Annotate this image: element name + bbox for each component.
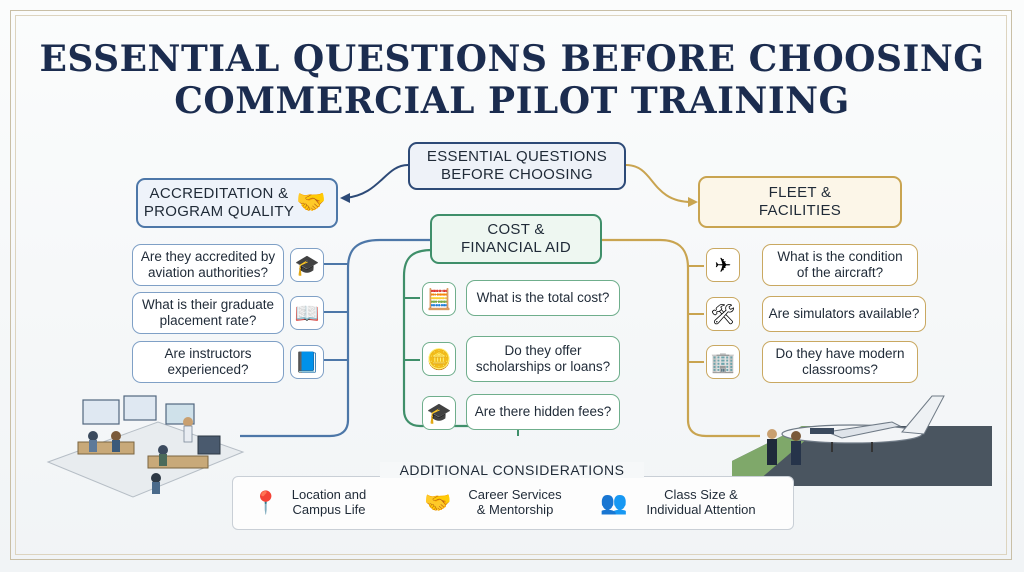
map-pin-icon: 📍 bbox=[252, 490, 280, 515]
inner-frame bbox=[15, 15, 1007, 555]
additional-line-1: Class Size & bbox=[664, 487, 738, 502]
question-line-2: aviation authorities? bbox=[147, 265, 269, 280]
question-line-1: Are they accredited by bbox=[140, 249, 276, 264]
calculator-icon: 🧮 bbox=[422, 282, 456, 316]
additional-line-1: Location and bbox=[291, 487, 367, 502]
accreditation-line-2: PROGRAM QUALITY bbox=[143, 203, 295, 220]
question-total-cost: What is the total cost? bbox=[466, 280, 620, 316]
question-line-2: scholarships or loans? bbox=[475, 359, 611, 374]
additional-item-class-size: Class Size & Individual Attention bbox=[636, 487, 766, 517]
building-icon: 🏢 bbox=[706, 345, 740, 379]
question-line-1: Are instructors bbox=[164, 346, 252, 361]
accreditation-line-1: ACCREDITATION & bbox=[149, 185, 289, 202]
center-line-2: BEFORE CHOOSING bbox=[440, 166, 594, 183]
question-line-1: What is their graduate bbox=[141, 297, 275, 312]
graduation-cap-icon: 🎓 bbox=[290, 248, 324, 282]
cost-line-2: FINANCIAL AID bbox=[460, 239, 572, 256]
coins-icon: 🪙 bbox=[422, 342, 456, 376]
question-classrooms: Do they have modern classrooms? bbox=[762, 341, 918, 383]
additional-line-2: Individual Attention bbox=[646, 502, 756, 517]
question-line-2: classrooms? bbox=[802, 362, 878, 377]
handshake-icon: 🤝 bbox=[296, 189, 326, 216]
center-line-1: ESSENTIAL QUESTIONS bbox=[426, 148, 608, 165]
additional-item-location: Location and Campus Life bbox=[284, 487, 374, 517]
question-line-2: of the aircraft? bbox=[796, 265, 884, 280]
question-line-1: Are there hidden fees? bbox=[474, 404, 612, 419]
additional-line-2: Campus Life bbox=[292, 502, 366, 517]
question-accredited: Are they accredited by aviation authorit… bbox=[132, 244, 284, 286]
question-aircraft-condition: What is the condition of the aircraft? bbox=[762, 244, 918, 286]
fleet-node: FLEET & FACILITIES bbox=[698, 176, 902, 228]
people-icon: 👥 bbox=[600, 490, 628, 515]
aircraft-illustration bbox=[732, 395, 992, 486]
question-hidden-fees: Are there hidden fees? bbox=[466, 394, 620, 430]
airplane-icon: ✈ bbox=[706, 248, 740, 282]
additional-line-1: Career Services bbox=[468, 487, 562, 502]
title-line-1: ESSENTIAL QUESTIONS BEFORE CHOOSING bbox=[39, 38, 985, 80]
accreditation-node: ACCREDITATION & PROGRAM QUALITY bbox=[136, 178, 338, 228]
open-book-icon: 📖 bbox=[290, 296, 324, 330]
question-placement: What is their graduate placement rate? bbox=[132, 292, 284, 334]
fleet-line-2: FACILITIES bbox=[758, 202, 842, 219]
graduation-money-icon: 🎓 bbox=[422, 396, 456, 430]
question-line-1: What is the total cost? bbox=[476, 290, 610, 305]
question-line-1: Do they have modern bbox=[775, 346, 905, 361]
question-line-1: What is the condition bbox=[777, 249, 903, 264]
question-line-2: experienced? bbox=[167, 362, 249, 377]
question-simulators: Are simulators available? bbox=[762, 296, 926, 332]
tools-icon: 🛠 bbox=[706, 297, 740, 331]
fleet-line-1: FLEET & bbox=[768, 184, 832, 201]
outer-frame bbox=[10, 10, 1012, 560]
center-node: ESSENTIAL QUESTIONS BEFORE CHOOSING bbox=[408, 142, 626, 190]
handshake-icon: 🤝 bbox=[424, 490, 452, 515]
book-icon: 📘 bbox=[290, 345, 324, 379]
cost-line-1: COST & bbox=[487, 221, 545, 238]
question-instructors: Are instructors experienced? bbox=[132, 341, 284, 383]
classroom-illustration bbox=[46, 395, 245, 498]
additional-item-career: Career Services & Mentorship bbox=[460, 487, 570, 517]
additional-line-2: & Mentorship bbox=[476, 502, 554, 517]
additional-title: ADDITIONAL CONSIDERATIONS bbox=[380, 462, 644, 478]
question-line-2: placement rate? bbox=[159, 313, 257, 328]
title-line-2: COMMERCIAL PILOT TRAINING bbox=[174, 80, 850, 122]
question-line-1: Do they offer bbox=[504, 343, 582, 358]
additional-considerations-panel bbox=[232, 476, 794, 530]
question-line-1: Are simulators available? bbox=[768, 306, 920, 321]
question-scholarships: Do they offer scholarships or loans? bbox=[466, 336, 620, 382]
cost-node: COST & FINANCIAL AID bbox=[430, 214, 602, 264]
